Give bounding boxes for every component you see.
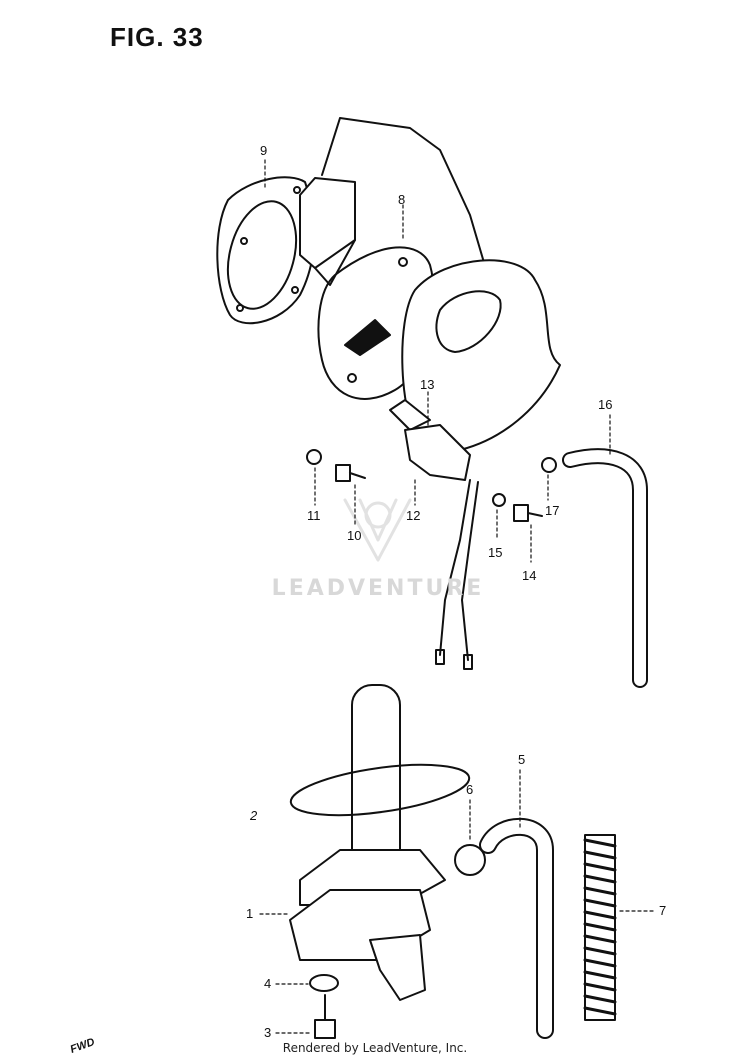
part-13-float-housing bbox=[389, 259, 561, 451]
callout-8: 8 bbox=[398, 192, 406, 207]
part-11-washer bbox=[306, 449, 322, 465]
fuel-sender-unit bbox=[299, 177, 356, 286]
callout-14: 14 bbox=[522, 568, 537, 583]
part-16-hose bbox=[562, 448, 648, 688]
wire-harness bbox=[435, 479, 479, 670]
leader-lines bbox=[259, 159, 656, 1034]
part-7-spring bbox=[583, 834, 617, 1021]
callout-3: 3 bbox=[264, 1025, 272, 1040]
part-5-hose bbox=[479, 817, 554, 1039]
part-10-screw bbox=[335, 464, 366, 482]
part-15-washer bbox=[492, 493, 506, 507]
callout-9: 9 bbox=[260, 143, 268, 158]
part-3-bolt bbox=[314, 994, 336, 1039]
part-9-gasket bbox=[216, 176, 316, 325]
part-17-clamp bbox=[541, 457, 557, 473]
part-2-gasket bbox=[289, 763, 471, 817]
callout-12: 12 bbox=[406, 508, 421, 523]
part-4-washer bbox=[309, 974, 339, 992]
watermark-text: LEADVENTURE bbox=[271, 576, 485, 601]
part-12-bracket bbox=[404, 424, 471, 481]
footer-credit: Rendered by LeadVenture, Inc. bbox=[282, 1041, 468, 1055]
callout-4: 4 bbox=[264, 976, 272, 991]
callout-7: 7 bbox=[659, 903, 667, 918]
callout-13: 13 bbox=[420, 377, 435, 392]
callout-5: 5 bbox=[518, 752, 526, 767]
callout-10: 10 bbox=[347, 528, 362, 543]
float-arm-wire bbox=[321, 117, 496, 301]
figure-title: FIG. 33 bbox=[110, 22, 204, 52]
part-6-clip bbox=[454, 844, 486, 876]
callout-17: 17 bbox=[545, 503, 560, 518]
part-1-fuel-cock bbox=[289, 684, 446, 1001]
callout-2: 2 bbox=[250, 808, 258, 823]
callout-15: 15 bbox=[488, 545, 503, 560]
callout-1: 1 bbox=[246, 906, 254, 921]
callout-6: 6 bbox=[466, 782, 474, 797]
callout-11: 11 bbox=[307, 508, 321, 523]
part-14-screw bbox=[513, 504, 543, 522]
leadventure-logo-icon bbox=[343, 498, 412, 562]
callout-16: 16 bbox=[598, 397, 613, 412]
